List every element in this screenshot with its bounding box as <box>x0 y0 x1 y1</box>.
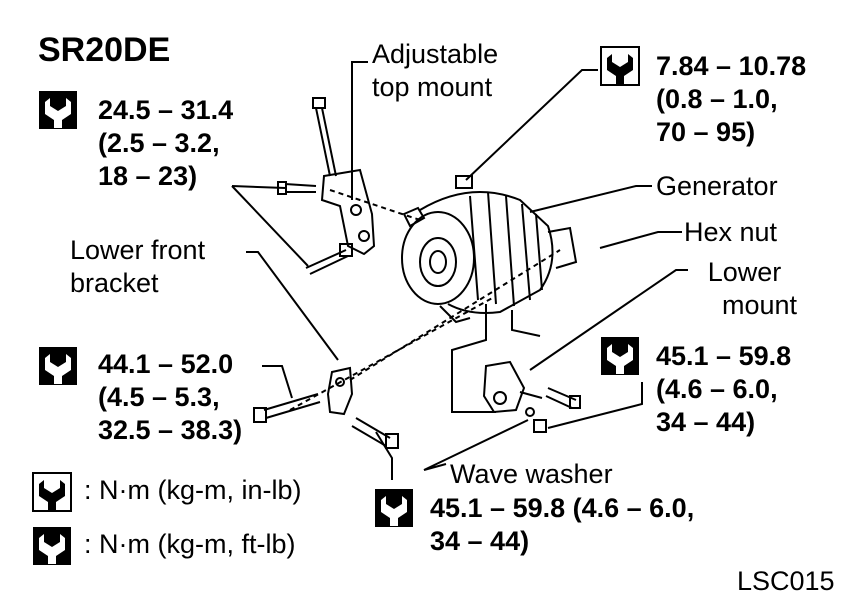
leader-wave-washer <box>423 419 529 471</box>
leader-adjustable-top-mount <box>351 61 368 200</box>
torque-wrench-filled-icon <box>600 46 640 86</box>
legend-torque-wrench-outline-icon <box>33 527 71 565</box>
leader-top-bolts-1 <box>231 185 286 189</box>
torque-lower-bolt: 44.1 – 52.0 (4.5 – 5.3, 32.5 – 38.3) <box>98 349 243 445</box>
label-wave-washer: Wave washer <box>450 459 613 489</box>
leader-lower-front-bracket <box>246 251 339 361</box>
label-adjustable-top-mount: Adjustable top mount <box>372 39 499 102</box>
leader-generator <box>529 185 652 213</box>
figure-code: LSC015 <box>737 566 835 596</box>
torque-top-mount-bolts: 24.5 – 31.4 (2.5 – 3.2, 18 – 23) <box>98 95 234 191</box>
leader-top-bolts-2 <box>231 185 309 267</box>
legend-outline-units: : N·m (kg-m, ft-lb) <box>84 529 296 559</box>
leader-lower-mount-bolt <box>547 382 643 429</box>
leader-lower-mount <box>529 269 688 371</box>
torque-lower-mount-bolt: 45.1 – 59.8 (4.6 – 6.0, 34 – 44) <box>656 341 792 437</box>
torque-wrench-outline-icon <box>39 347 77 385</box>
label-lower-front-bracket: Lower front bracket <box>70 235 206 298</box>
engine-model-title: SR20DE <box>38 31 171 69</box>
torque-bracket-bolt: 45.1 – 59.8 (4.6 – 6.0, 34 – 44) <box>430 493 695 556</box>
label-hex-nut: Hex nut <box>684 217 778 247</box>
torque-wrench-outline-icon <box>39 91 77 129</box>
torque-wrench-outline-icon <box>601 337 639 375</box>
label-generator: Generator <box>656 171 778 201</box>
legend-torque-wrench-filled-icon <box>32 472 72 512</box>
leader-generator-top-torque <box>465 69 598 181</box>
leader-hex-nut <box>599 231 682 249</box>
torque-generator-top: 7.84 – 10.78 (0.8 – 1.0, 70 – 95) <box>656 51 807 147</box>
torque-wrench-outline-icon <box>375 489 413 527</box>
label-lower-mount: Lower mount <box>707 257 798 320</box>
leader-lower-bolt <box>262 365 293 399</box>
legend-filled-units: : N·m (kg-m, in-lb) <box>84 475 302 505</box>
leader-bracket-bolt <box>375 431 393 480</box>
